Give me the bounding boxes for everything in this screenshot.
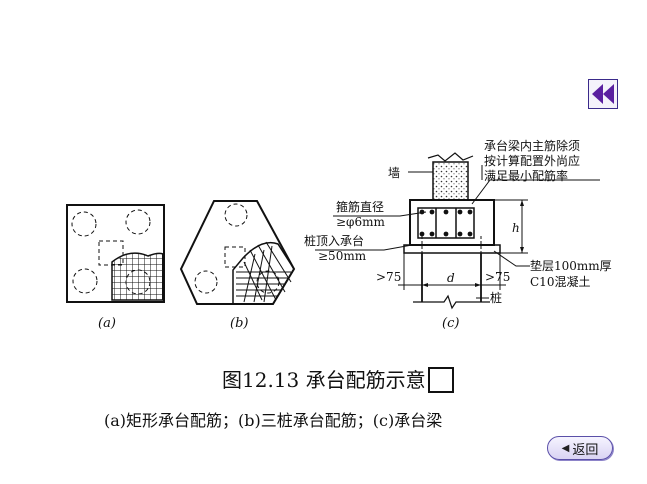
figure-caption: 图12.13 承台配筋示意 bbox=[222, 366, 454, 394]
double-left-arrow-icon bbox=[592, 84, 614, 104]
triangular-cap-figure bbox=[179, 200, 296, 305]
left-triangle-icon: ◀ bbox=[561, 442, 570, 454]
cushion-label-line1: 垫层100mm厚 bbox=[530, 258, 612, 273]
back-button[interactable]: ◀ 返回 bbox=[547, 436, 613, 460]
caption-box bbox=[427, 366, 454, 393]
label-d: d bbox=[447, 271, 455, 285]
main-rebar-note-line2: 按计算配置外尚应 bbox=[484, 153, 580, 168]
label-pile: 桩 bbox=[490, 290, 502, 305]
label-b: (b) bbox=[230, 316, 248, 331]
figure-subcaption: (a)矩形承台配筋；(b)三桩承台配筋；(c)承台梁 bbox=[104, 411, 443, 430]
main-rebar-note-line1: 承台梁内主筋除须 bbox=[484, 138, 580, 153]
pile-cap-reinforcement-diagram: (a) (b) bbox=[66, 138, 612, 331]
stirrup-label-line1: 箍筋直径 bbox=[336, 199, 384, 214]
main-rebar-note-line3: 满足最小配筋率 bbox=[484, 168, 568, 183]
label-gt75-right: >75 bbox=[485, 270, 510, 284]
rectangular-cap-figure bbox=[66, 204, 165, 303]
cushion-label-line2: C10混凝土 bbox=[530, 274, 590, 289]
label-h: h bbox=[512, 221, 520, 235]
previous-page-button[interactable] bbox=[588, 79, 618, 109]
pile-embed-label-line1: 桩顶入承台 bbox=[304, 233, 364, 248]
label-c: (c) bbox=[442, 316, 459, 331]
cap-beam-section-figure bbox=[315, 152, 600, 310]
label-a: (a) bbox=[98, 316, 116, 331]
stirrup-label-line2: ≥φ6mm bbox=[336, 215, 385, 229]
figure-caption-text: 图12.13 承台配筋示意 bbox=[222, 368, 426, 392]
back-button-label: 返回 bbox=[572, 442, 599, 458]
pile-embed-label-line2: ≥50mm bbox=[318, 249, 367, 263]
label-wall: 墙 bbox=[388, 166, 400, 180]
label-gt75-left: >75 bbox=[376, 270, 401, 284]
